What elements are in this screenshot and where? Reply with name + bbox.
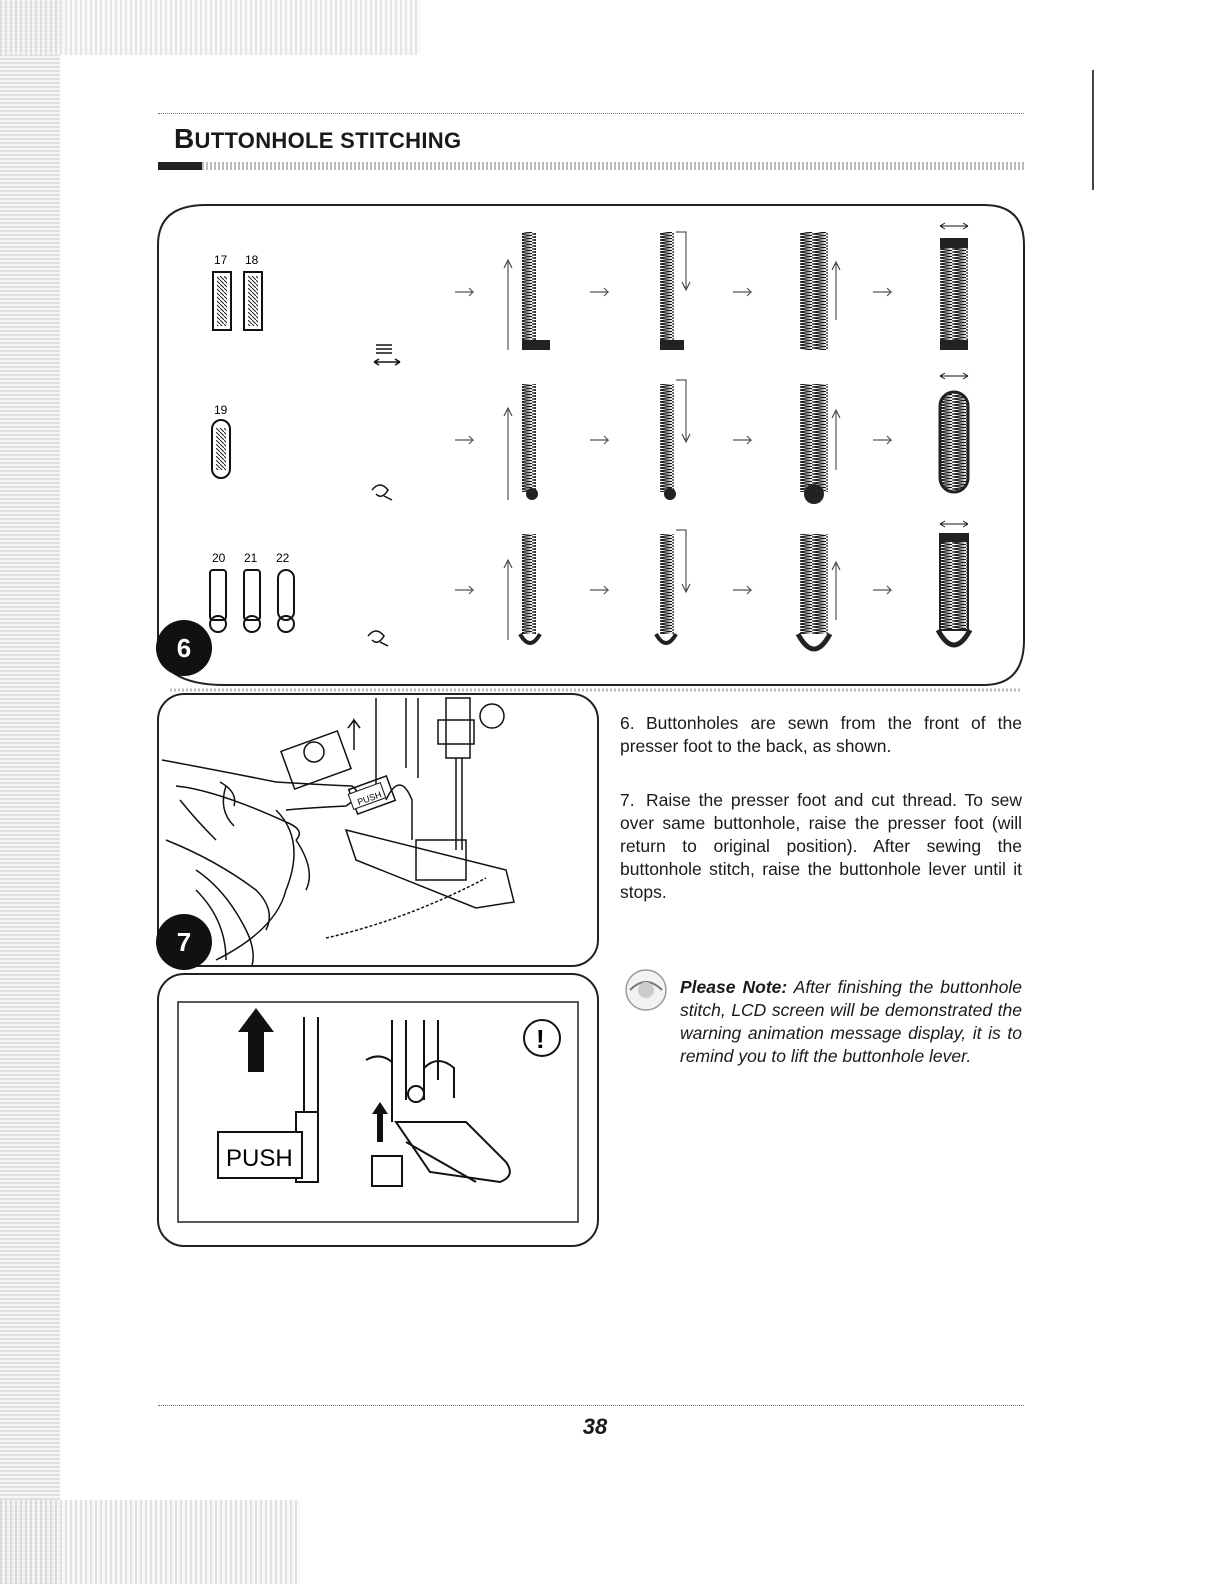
stitch-number: 21 — [244, 551, 258, 565]
lcd-warning-figure: PUSH ! — [156, 972, 604, 1250]
page-number: 38 — [570, 1414, 620, 1440]
instruction-6: 6.Buttonholes are sewn from the front of… — [620, 712, 1022, 758]
footer-rule — [158, 1405, 1024, 1406]
sewing-sequence — [455, 223, 970, 649]
buttonhole-icon-21 — [244, 570, 260, 632]
keyhole-start-icon — [368, 631, 388, 646]
svg-text:PUSH: PUSH — [226, 1145, 293, 1172]
instruction-text: Raise the presser foot and cut thread. T… — [620, 790, 1022, 902]
bartack-start-icon — [374, 345, 400, 365]
svg-text:!: ! — [536, 1024, 545, 1054]
instruction-text: Buttonholes are sewn from the front of t… — [620, 713, 1022, 756]
stitch-number: 22 — [276, 551, 290, 565]
lcd-push-box: PUSH — [218, 1132, 302, 1178]
buttonhole-icon-18 — [244, 272, 262, 330]
step7-illustration: PUSH — [156, 690, 604, 972]
instruction-number: 7. — [620, 789, 646, 812]
instruction-number: 6. — [620, 712, 646, 735]
note-icon — [618, 960, 674, 1016]
buttonhole-icon-22 — [278, 570, 294, 632]
note-lead: Please Note: — [680, 977, 787, 997]
buttonhole-icon-19 — [212, 420, 230, 478]
step-6-badge: 6 — [156, 620, 212, 676]
stitch-number: 18 — [245, 253, 259, 267]
round-start-icon — [372, 485, 392, 500]
diagram-frame — [158, 205, 1024, 685]
instruction-7: 7.Raise the presser foot and cut thread.… — [620, 789, 1022, 904]
step-7-badge: 7 — [156, 914, 212, 970]
warning-icon: ! — [524, 1020, 560, 1056]
note-text: Please Note: After finishing the buttonh… — [680, 976, 1022, 1068]
stitch-number: 19 — [214, 403, 228, 417]
buttonhole-icon-20 — [210, 570, 226, 632]
buttonhole-icon-17 — [213, 272, 231, 330]
stitch-number: 17 — [214, 253, 228, 267]
scan-edge-bottom — [0, 1500, 300, 1584]
step6-diagram: 17 18 19 20 21 22 — [0, 0, 1224, 700]
stitch-number: 20 — [212, 551, 226, 565]
